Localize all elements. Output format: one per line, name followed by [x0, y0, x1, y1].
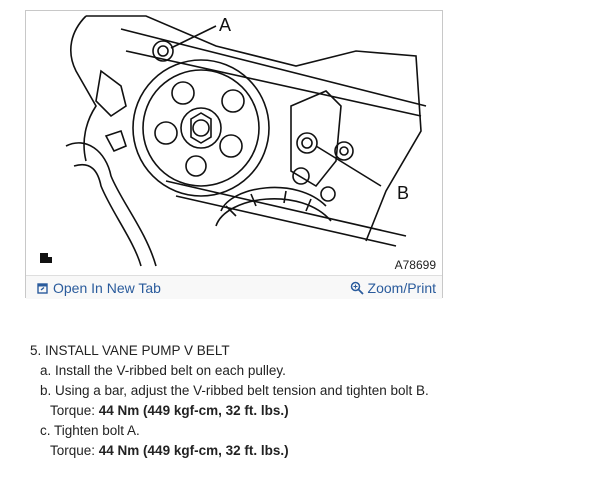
- zoom-print-label: Zoom/Print: [367, 280, 436, 296]
- step-b: b. Using a bar, adjust the V-ribbed belt…: [40, 383, 429, 398]
- figure-panel: A B A78699 Open In New Tab Zoom/Print: [25, 10, 443, 299]
- step-title: 5. INSTALL VANE PUMP V BELT: [30, 343, 230, 358]
- step-a: a. Install the V-ribbed belt on each pul…: [40, 363, 286, 378]
- instruction-list: 5. INSTALL VANE PUMP V BELT a. Install t…: [30, 341, 429, 461]
- figure-id: A78699: [394, 258, 436, 272]
- magnifier-icon: [350, 281, 364, 295]
- torque-b-label: Torque:: [50, 403, 99, 418]
- external-link-icon: [37, 283, 48, 294]
- callout-b-label: B: [397, 183, 409, 203]
- zoom-print-link[interactable]: Zoom/Print: [350, 280, 436, 296]
- torque-b: Torque: 44 Nm (449 kgf-cm, 32 ft. lbs.): [50, 401, 429, 421]
- pump-belt-illustration: A B: [40, 15, 427, 267]
- open-in-new-tab-link[interactable]: Open In New Tab: [37, 280, 161, 296]
- figure-footer: Open In New Tab Zoom/Print: [26, 275, 442, 299]
- torque-c-value: 44 Nm (449 kgf-cm, 32 ft. lbs.): [98, 443, 289, 458]
- callout-a-label: A: [219, 15, 231, 35]
- open-in-new-tab-label: Open In New Tab: [53, 280, 161, 296]
- torque-c-label: Torque:: [50, 443, 99, 458]
- torque-b-value: 44 Nm (449 kgf-cm, 32 ft. lbs.): [98, 403, 289, 418]
- print-stamp-icon: [40, 253, 52, 263]
- step-c: c. Tighten bolt A.: [40, 423, 140, 438]
- torque-c: Torque: 44 Nm (449 kgf-cm, 32 ft. lbs.): [50, 441, 429, 461]
